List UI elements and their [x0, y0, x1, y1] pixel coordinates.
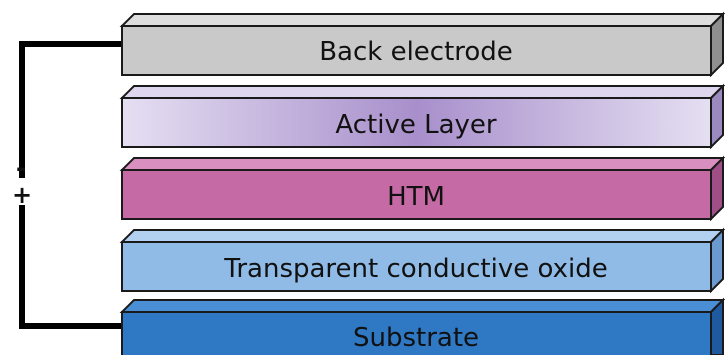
layer-htm: HTM — [119, 155, 725, 222]
layer-label-back-electrode: Back electrode — [319, 37, 513, 67]
layer-substrate: Substrate — [119, 297, 725, 355]
circuit-wire — [19, 41, 122, 329]
positive-terminal-label: + — [12, 181, 32, 209]
layer-back-electrode: Back electrode — [119, 11, 725, 78]
negative-terminal-label: - — [16, 154, 26, 182]
layer-active-layer: Active Layer — [119, 83, 725, 150]
layer-transparent-conductive-oxide: Transparent conductive oxide — [119, 227, 725, 294]
layer-label-substrate: Substrate — [353, 323, 479, 353]
layer-label-htm: HTM — [387, 182, 445, 212]
layer-label-transparent-conductive-oxide: Transparent conductive oxide — [223, 254, 607, 284]
layer-label-active-layer: Active Layer — [335, 110, 496, 140]
